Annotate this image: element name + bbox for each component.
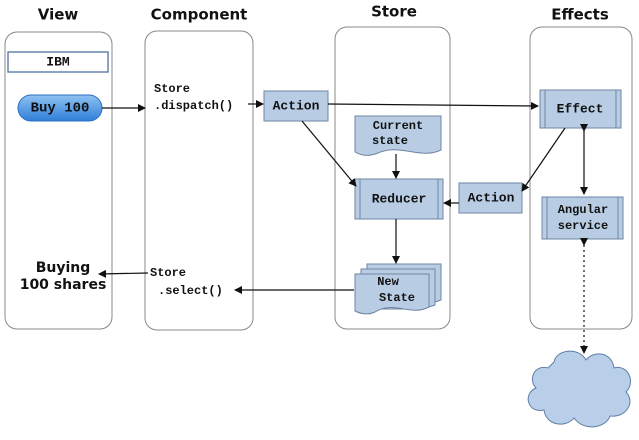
angular-service-line1: Angular [558, 203, 608, 217]
buy-button-label: Buy 100 [31, 101, 90, 117]
result-text-line2: 100 shares [20, 277, 107, 293]
reducer-label: Reducer [372, 191, 427, 206]
buy-button[interactable]: Buy 100 [17, 94, 103, 122]
ticker-box: IBM [7, 51, 109, 73]
edges [98, 100, 588, 354]
angular-service-node: Angular service [541, 196, 624, 240]
column-header-effects: Effects [551, 6, 609, 24]
edge-action-to-effect [327, 101, 539, 110]
store-action-label: Action [273, 98, 320, 113]
effect-node: Effect [539, 89, 622, 129]
current-state-document: Current state [354, 115, 442, 156]
column-header-store: Store [371, 3, 417, 21]
dispatch-label-line2: .dispatch() [154, 99, 233, 113]
store-action-node: Action [263, 90, 329, 122]
column-header-view: View [38, 6, 79, 24]
new-state-line2: State [379, 291, 415, 305]
dispatch-label-line1: Store [154, 82, 190, 96]
new-state-document: New State [354, 263, 442, 315]
effects-column [529, 26, 633, 330]
effects-action-label: Action [468, 190, 515, 205]
column-header-component: Component [151, 6, 248, 24]
result-text-line1: Buying [36, 260, 91, 276]
reducer-node: Reducer [354, 178, 444, 220]
effects-action-node: Action [458, 182, 523, 214]
edge-effect-to-action [521, 127, 566, 192]
select-label-line1: Store [150, 266, 186, 280]
new-state-line1: New [377, 275, 399, 289]
current-state-line1: Current [373, 119, 423, 133]
select-label-line2: .select() [158, 284, 223, 298]
cloud-icon [527, 350, 631, 428]
effect-label: Effect [557, 101, 604, 116]
angular-service-line2: service [558, 219, 608, 233]
current-state-line2: state [372, 134, 408, 148]
ticker-label: IBM [46, 54, 70, 69]
component-column [144, 30, 254, 331]
edge-select-to-view [98, 269, 149, 278]
edge-action-to-reducer [301, 120, 357, 187]
